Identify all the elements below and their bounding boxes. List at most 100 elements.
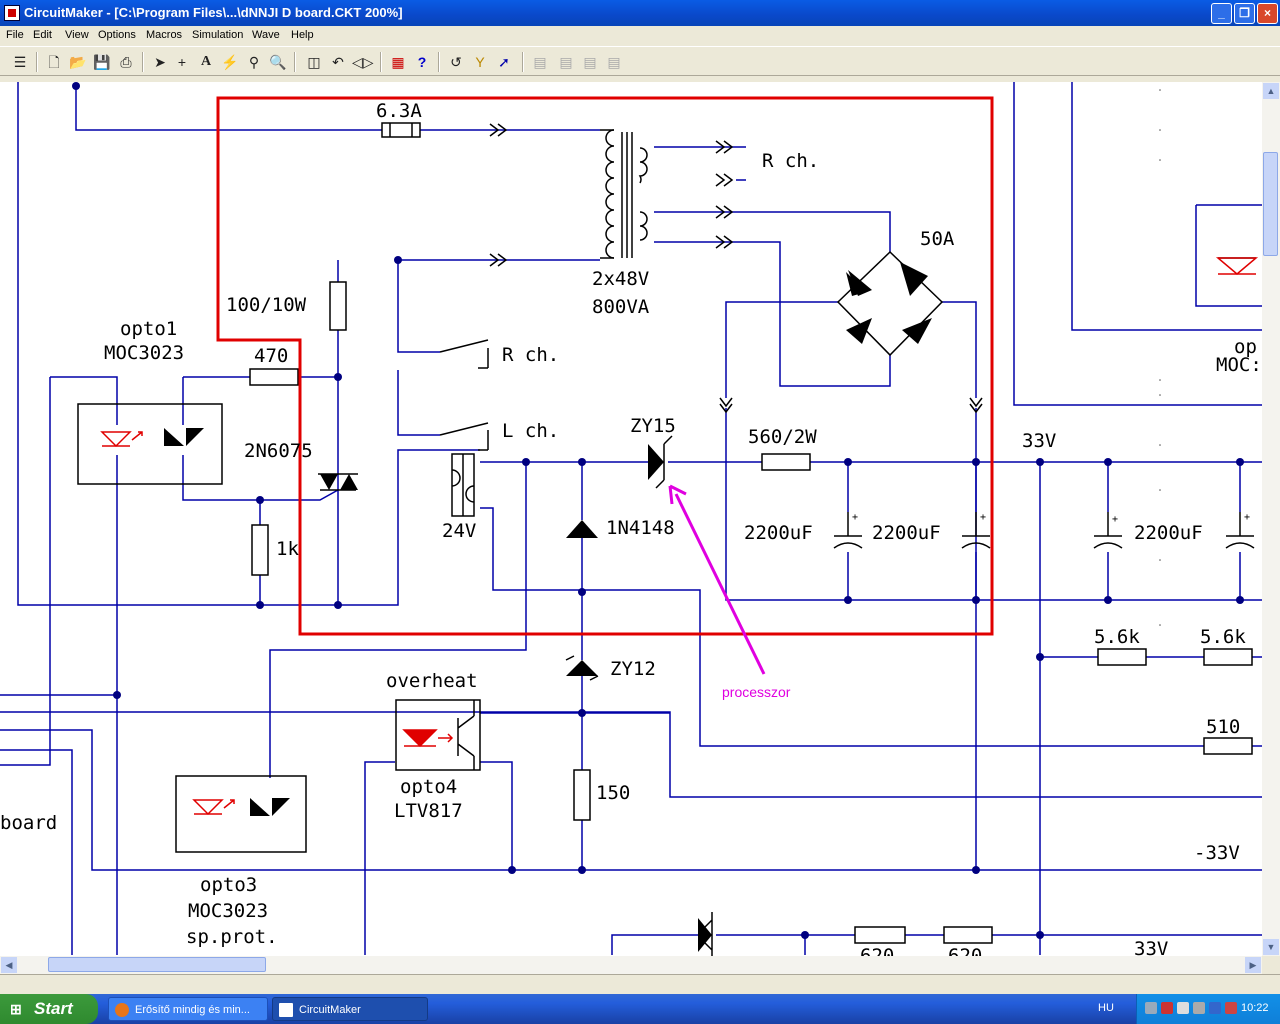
schematic-canvas[interactable]: 6.3A R ch. 50A 2x48V 800VA 100/10W opto1… [0, 82, 1262, 956]
align-icon-1[interactable]: ▤ [533, 54, 547, 70]
app-icon[interactable] [4, 5, 20, 21]
label-33v-bottom: 33V [1134, 938, 1168, 956]
save-icon[interactable]: 💾 [93, 54, 111, 70]
bluetooth-icon[interactable] [1209, 1002, 1221, 1014]
text-icon[interactable]: A [200, 54, 212, 69]
run-icon[interactable]: Y [475, 54, 485, 70]
taskbar-item-browser[interactable]: Erősítő mindig és min... [108, 997, 268, 1021]
res-560-symbol [761, 453, 811, 471]
scroll-corner [1262, 956, 1280, 974]
label-opto3-note: sp.prot. [186, 926, 278, 948]
netlist-icon[interactable]: ▦ [391, 54, 405, 70]
vertical-scrollbar[interactable]: ▲ ▼ [1262, 82, 1280, 956]
label-transformer-power: 800VA [592, 296, 650, 318]
toolbar: ☰ 🗋 📂 💾 ⎙ ➤ + A ⚡ ⚲ 🔍 ◫ ↶ ◁▷ ▦ ? ↺ Y ➚ ▤… [0, 46, 1280, 76]
opto4-box [395, 699, 481, 771]
step-icon[interactable]: ➚ [498, 54, 510, 70]
label-transformer: 2x48V [592, 268, 649, 290]
mirror-icon[interactable]: ◁▷ [352, 54, 374, 70]
circuitmaker-icon [279, 1003, 293, 1017]
start-button[interactable]: ⊞ Start [0, 994, 98, 1024]
new-icon[interactable]: 🗋 [48, 54, 60, 70]
security-icon[interactable] [1161, 1002, 1173, 1014]
label-right-moc: MOC: [1216, 354, 1262, 376]
search-icon[interactable]: ⚲ [248, 54, 260, 70]
highlight-boundary [216, 96, 994, 636]
align-icon-2[interactable]: ▤ [559, 54, 573, 70]
label-33v: 33V [1022, 430, 1056, 452]
scroll-left-button[interactable]: ◀ [1, 957, 17, 973]
taskbar-item-circuitmaker[interactable]: CircuitMaker [272, 997, 428, 1021]
probe-icon[interactable]: ⚡ [221, 54, 239, 70]
network-icon[interactable] [1145, 1002, 1157, 1014]
scroll-down-button[interactable]: ▼ [1263, 939, 1279, 955]
schematic-labels: 6.3A R ch. 50A 2x48V 800VA 100/10W opto1… [0, 100, 1262, 956]
open-icon[interactable]: 📂 [69, 54, 87, 70]
res-510-symbol [1203, 737, 1253, 755]
junction-dots [72, 82, 1244, 939]
label-cap1: 2200uF [744, 522, 813, 544]
label-res-100: 100/10W [226, 294, 307, 316]
label-board: board [0, 812, 57, 834]
label-res-56k-2: 5.6k [1200, 626, 1246, 648]
res-1k-symbol [251, 524, 269, 576]
label-res-510: 510 [1206, 716, 1240, 738]
menu-macros[interactable]: Macros [146, 29, 183, 41]
undo-icon[interactable]: ↺ [450, 54, 462, 70]
volume-icon[interactable] [1177, 1002, 1189, 1014]
rotate-icon[interactable]: ↶ [332, 54, 344, 70]
scroll-right-button[interactable]: ▶ [1245, 957, 1261, 973]
clock: 10:22 [1241, 1002, 1269, 1014]
label-fuse: 6.3A [376, 100, 422, 122]
label-res-56k-1: 5.6k [1094, 626, 1140, 648]
close-button[interactable]: × [1257, 3, 1278, 24]
svg-text:+: + [1244, 512, 1250, 523]
scroll-up-button[interactable]: ▲ [1263, 83, 1279, 99]
minimize-button[interactable]: _ [1211, 3, 1232, 24]
maximize-button[interactable]: ❐ [1234, 3, 1255, 24]
label-bridge: 50A [920, 228, 955, 250]
wire-icon[interactable]: + [177, 54, 187, 70]
zoom-icon[interactable]: 🔍 [269, 54, 287, 70]
menu-wave[interactable]: Wave [252, 29, 280, 41]
label-res-150: 150 [596, 782, 630, 804]
language-indicator[interactable]: HU [1098, 1002, 1114, 1014]
help-icon[interactable]: ? [417, 54, 427, 70]
label-res-1k: 1k [276, 538, 299, 560]
device-icon[interactable] [1193, 1002, 1205, 1014]
firefox-icon [115, 1003, 129, 1017]
annotation-arrow [668, 484, 766, 675]
label-res-560: 560/2W [748, 426, 817, 448]
print-icon[interactable]: ⎙ [120, 54, 132, 70]
transformer-symbol [600, 129, 648, 259]
menu-edit[interactable]: Edit [33, 29, 52, 41]
antivirus-icon[interactable] [1225, 1002, 1237, 1014]
arrow-icon[interactable]: ➤ [154, 54, 166, 70]
capacitors [833, 512, 1255, 549]
menu-simulation[interactable]: Simulation [192, 29, 244, 41]
align-icon-3[interactable]: ▤ [583, 54, 597, 70]
label-opto4: opto4 [400, 776, 457, 798]
label-r-ch-top: R ch. [762, 150, 819, 172]
horizontal-scrollbar[interactable]: ◀ ▶ [0, 956, 1262, 974]
windows-flag-icon: ⊞ [10, 1001, 22, 1017]
align-icon-4[interactable]: ▤ [607, 54, 621, 70]
menu-file[interactable]: File [6, 29, 24, 41]
label-zy12: ZY12 [610, 658, 656, 680]
label-right-op: op [1234, 336, 1257, 358]
horizontal-scroll-thumb[interactable] [48, 957, 266, 972]
label-relay-coil: 24V [442, 520, 476, 542]
label-res-470: 470 [254, 345, 288, 367]
print-setup-icon[interactable]: ☰ [13, 54, 27, 70]
zoom-fit-icon[interactable]: ◫ [307, 54, 321, 70]
opto3-box [175, 775, 307, 853]
label-triac: 2N6075 [244, 440, 313, 462]
svg-text:+: + [1112, 514, 1118, 525]
label-cap3: 2200uF [1134, 522, 1203, 544]
label-neg33v: -33V [1194, 842, 1240, 864]
menu-help[interactable]: Help [291, 29, 314, 41]
vertical-scroll-thumb[interactable] [1263, 152, 1278, 256]
menu-view[interactable]: View [65, 29, 89, 41]
menu-options[interactable]: Options [98, 29, 136, 41]
svg-text:+: + [980, 512, 986, 523]
